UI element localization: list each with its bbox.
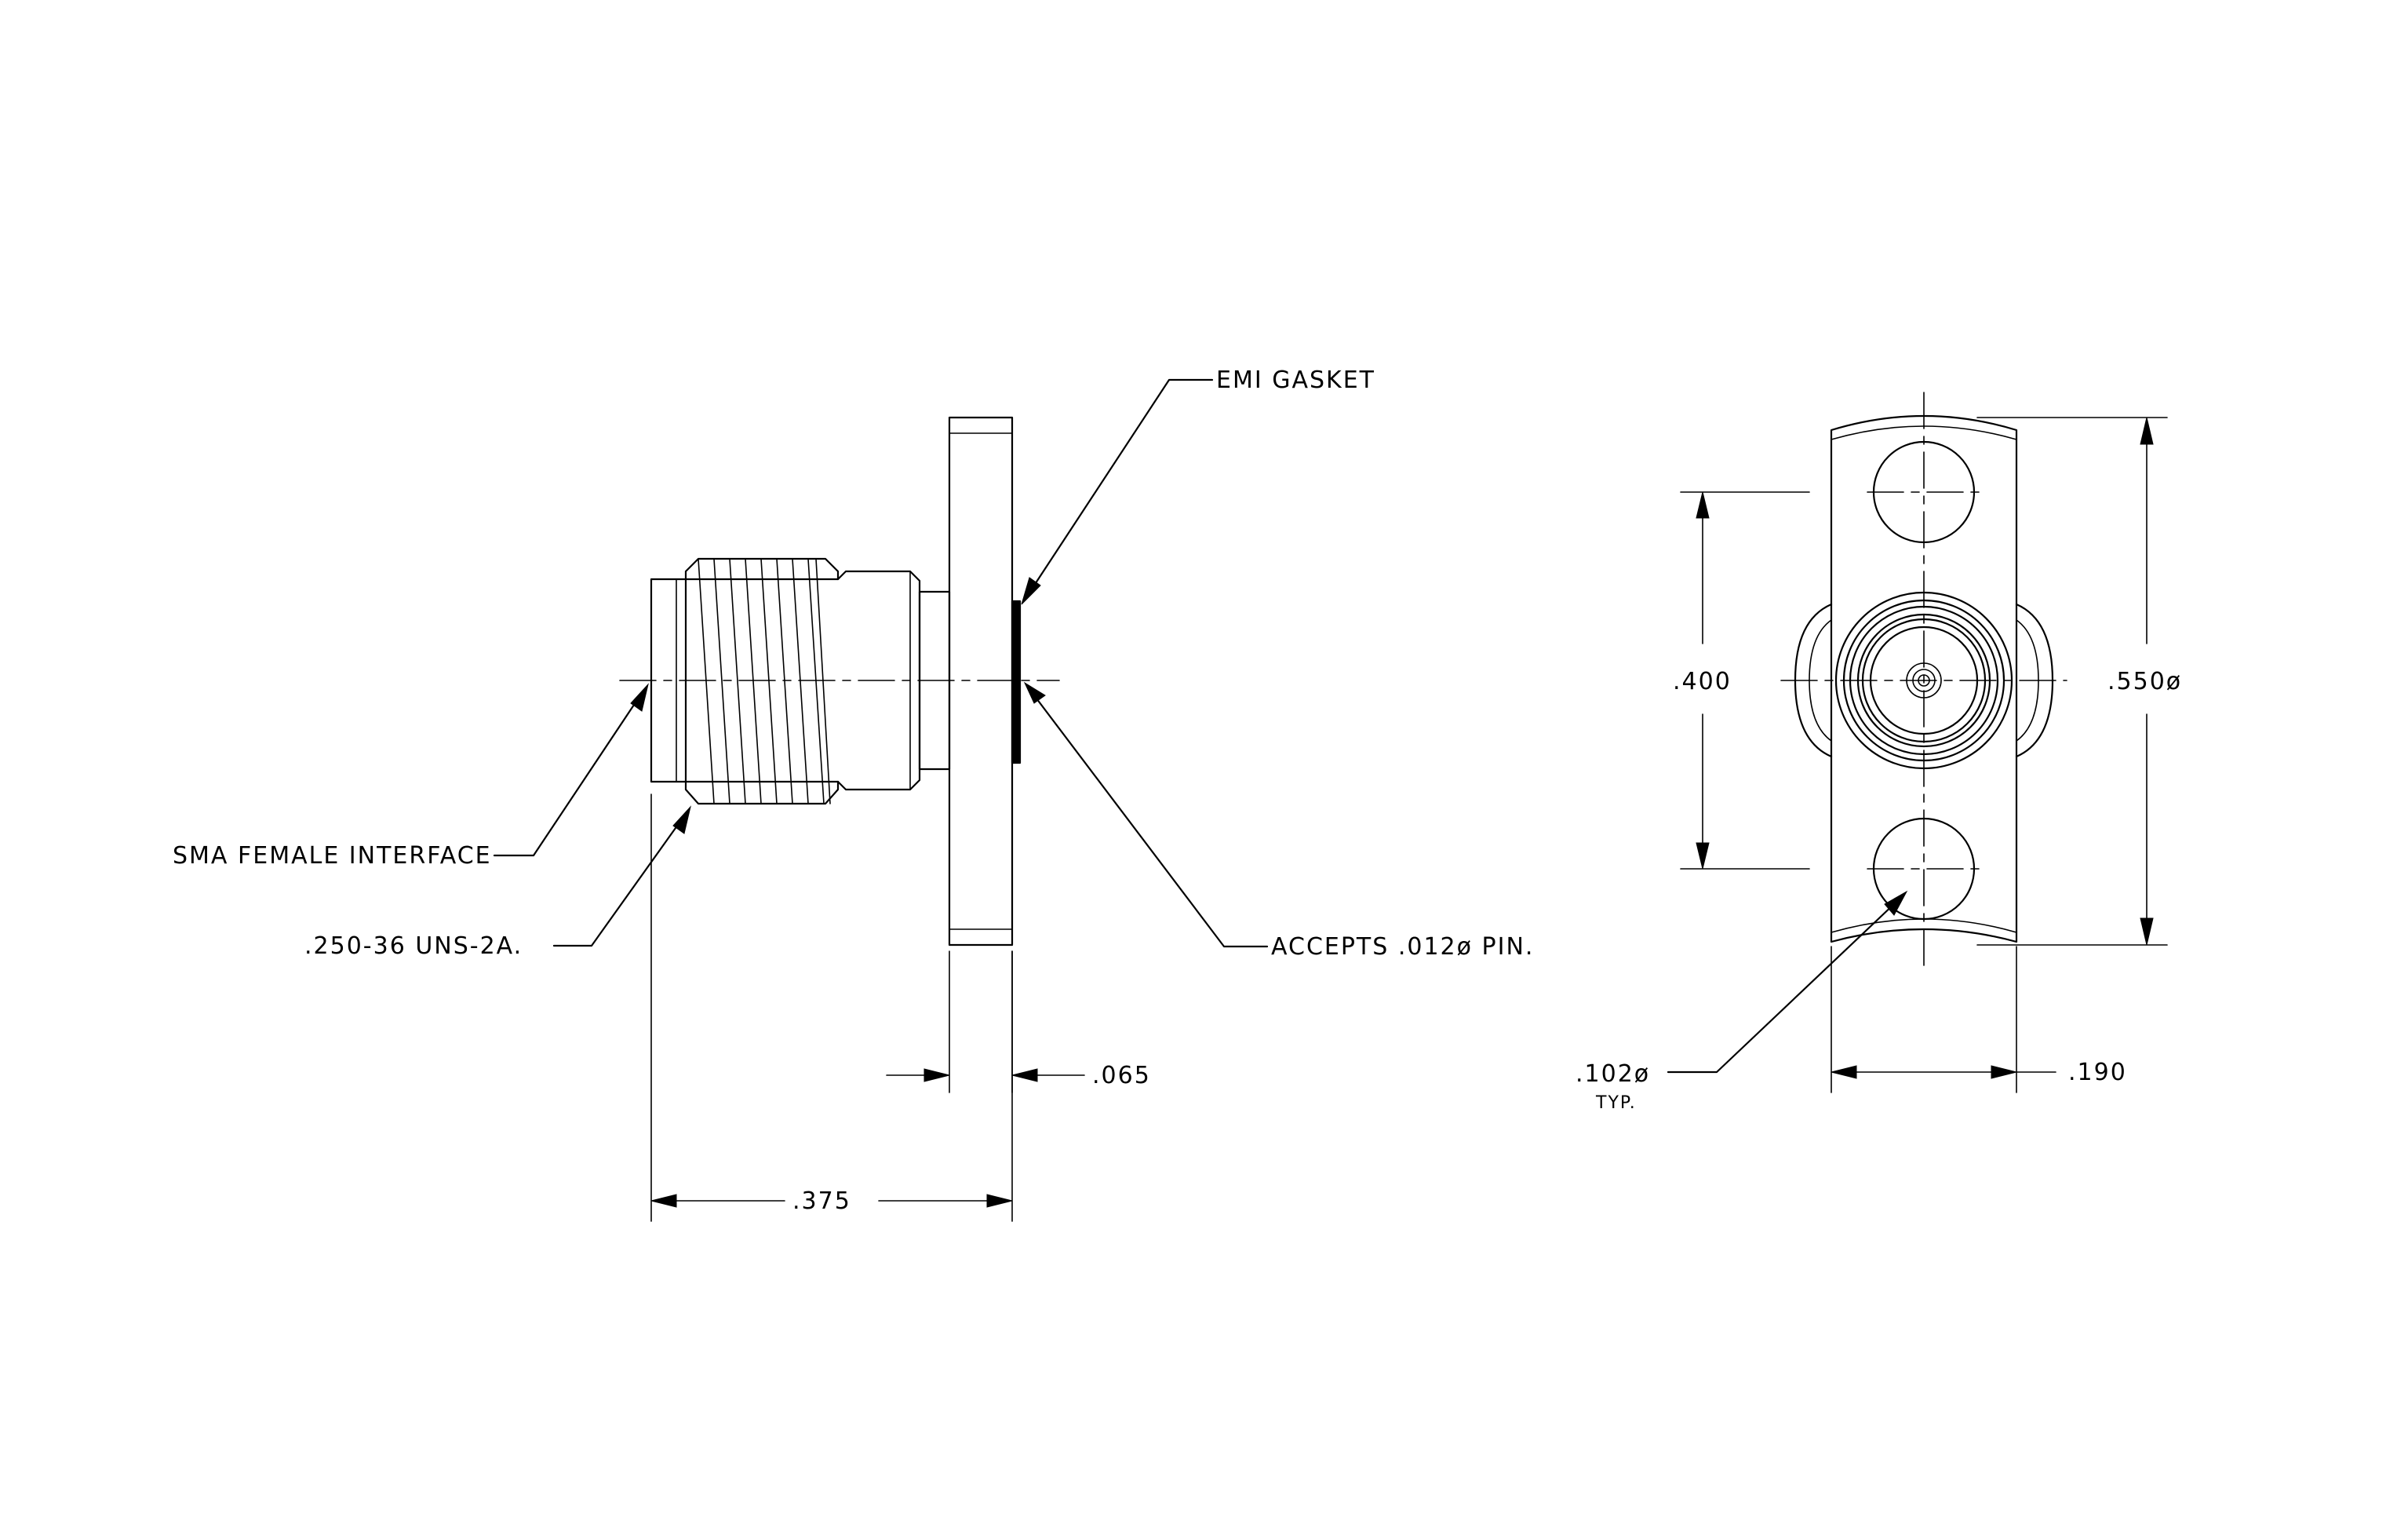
overall-length-label: .375 bbox=[792, 1187, 851, 1215]
flange-thickness-dimension: .065 bbox=[886, 950, 1151, 1093]
thread-spec-arrowhead bbox=[672, 805, 691, 834]
thread-spec-callout: .250-36 UNS-2A. bbox=[304, 805, 691, 960]
center-pin-inner bbox=[1918, 674, 1930, 687]
emi-gasket-leader bbox=[1029, 378, 1214, 592]
hole-diameter-callout: .102ø TYP. bbox=[1576, 890, 1908, 1113]
accepts-pin-arrowhead bbox=[1023, 681, 1046, 704]
emi-gasket bbox=[1011, 600, 1022, 764]
hole-diameter-arrowhead bbox=[1884, 890, 1908, 916]
interface-body bbox=[650, 578, 687, 783]
flange-width-label: .190 bbox=[2068, 1059, 2127, 1086]
flange-diameter-lower-arrow bbox=[2140, 917, 2154, 946]
emi-gasket-callout: EMI GASKET bbox=[1021, 367, 1375, 605]
hole-spacing-upper-arrow bbox=[1696, 491, 1710, 519]
flange-width-left-arrow bbox=[1831, 1065, 1857, 1079]
interface-ring-2 bbox=[1842, 599, 2005, 762]
flange-diameter-label: .550ø bbox=[2107, 668, 2182, 695]
emi-gasket-label: EMI GASKET bbox=[1216, 367, 1375, 394]
interface-ring-outer bbox=[1834, 591, 2013, 770]
top-mounting-hole bbox=[1872, 440, 1976, 544]
flange-side bbox=[948, 416, 1014, 947]
sma-interface-label: SMA FEMALE INTERFACE bbox=[173, 842, 492, 870]
sma-interface-arrowhead bbox=[630, 683, 649, 712]
hole-spacing-lower-arrow bbox=[1696, 842, 1710, 870]
flange-diameter-dimension: .550ø bbox=[1976, 417, 2182, 946]
left-lobe bbox=[1794, 603, 1833, 758]
bottom-mounting-hole bbox=[1872, 817, 1976, 921]
side-view bbox=[619, 416, 1060, 947]
flange-thickness-left-arrow bbox=[923, 1068, 950, 1082]
flange-thickness-label: .065 bbox=[1092, 1062, 1151, 1089]
thread-spec-leader bbox=[552, 821, 681, 947]
overall-length-right-arrow bbox=[986, 1194, 1013, 1208]
right-lobe-inner bbox=[2016, 619, 2039, 742]
front-view bbox=[1780, 392, 2067, 974]
accepts-pin-callout: ACCEPTS .012ø PIN. bbox=[1023, 681, 1534, 961]
flange-diameter-upper-arrow bbox=[2140, 417, 2154, 445]
hole-spacing-dimension: .400 bbox=[1673, 491, 1810, 870]
overall-length-dimension: .375 bbox=[650, 793, 1013, 1222]
flange-thickness-right-arrow bbox=[1011, 1068, 1038, 1082]
right-lobe bbox=[2015, 603, 2054, 758]
accepts-pin-leader bbox=[1033, 694, 1269, 948]
hole-spacing-label: .400 bbox=[1673, 668, 1732, 695]
hole-diameter-label: .102ø bbox=[1576, 1060, 1650, 1088]
interface-ring-4 bbox=[1856, 613, 1991, 748]
interface-ring-3 bbox=[1849, 605, 1999, 756]
thread-spec-label: .250-36 UNS-2A. bbox=[304, 932, 523, 960]
threaded-section bbox=[684, 557, 840, 805]
flange-top-edge bbox=[1831, 425, 2017, 440]
flange-width-right-arrow bbox=[1991, 1065, 2017, 1079]
left-lobe-inner bbox=[1809, 619, 1832, 742]
flange-front-outline bbox=[1830, 414, 2018, 943]
hole-diameter-leader bbox=[1667, 901, 1897, 1074]
thread-lines bbox=[698, 558, 831, 804]
interface-ring-inner bbox=[1869, 626, 1979, 735]
flange-width-dimension: .190 bbox=[1831, 946, 2127, 1093]
accepts-pin-label: ACCEPTS .012ø PIN. bbox=[1271, 933, 1534, 961]
interface-ring-5 bbox=[1861, 618, 1987, 743]
sma-interface-callout: SMA FEMALE INTERFACE bbox=[173, 683, 649, 870]
center-pin-outer bbox=[1906, 662, 1942, 698]
sma-interface-leader bbox=[493, 698, 639, 857]
center-pin-mid bbox=[1912, 669, 1936, 692]
hole-diameter-note: TYP. bbox=[1595, 1093, 1637, 1113]
overall-length-left-arrow bbox=[650, 1194, 677, 1208]
emi-gasket-arrowhead bbox=[1021, 577, 1041, 605]
